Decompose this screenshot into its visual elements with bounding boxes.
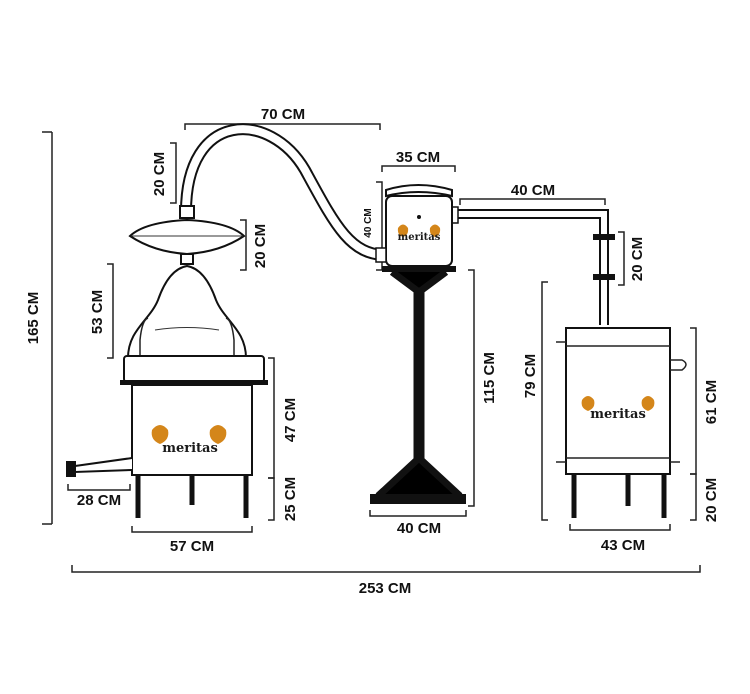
receiver-tank: meritas bbox=[556, 327, 687, 518]
condenser-stand bbox=[370, 269, 466, 504]
label-pipe-span: 70 CM bbox=[261, 106, 305, 123]
label-tank-width: 43 CM bbox=[601, 537, 645, 554]
label-stand-height: 115 CM bbox=[481, 352, 498, 404]
tank-body bbox=[565, 327, 671, 475]
brand-logo: meritas bbox=[151, 425, 227, 456]
label-dome-height: 53 CM bbox=[89, 290, 106, 334]
label-pipe-rise: 20 CM bbox=[151, 152, 168, 196]
dome bbox=[126, 264, 248, 359]
label-stand-width: 40 CM bbox=[397, 520, 441, 537]
condenser-vessel bbox=[385, 195, 453, 267]
label-condenser-height: 40 CM bbox=[363, 208, 374, 237]
pipe-clamp bbox=[593, 234, 615, 240]
label-boiler-width: 57 CM bbox=[170, 538, 214, 555]
dimension-labels: 165 CM 253 CM 70 CM 20 CM 20 CM 53 CM 47… bbox=[25, 106, 720, 597]
brand-name: meritas bbox=[398, 232, 441, 243]
label-boiler-height: 47 CM bbox=[282, 398, 299, 442]
brand-name: meritas bbox=[162, 441, 218, 456]
dimension-lines bbox=[42, 123, 701, 573]
pot-still: meritas bbox=[66, 205, 268, 518]
boiler-body bbox=[131, 384, 253, 476]
brand-logo: meritas bbox=[398, 224, 441, 243]
label-tank-legs: 20 CM bbox=[703, 478, 720, 522]
vapor-pipe bbox=[180, 123, 392, 261]
label-outlet-drop: 20 CM bbox=[629, 237, 646, 281]
label-tank-total: 79 CM bbox=[522, 354, 539, 398]
label-condenser-width: 35 CM bbox=[396, 149, 440, 166]
label-overall-height: 165 CM bbox=[25, 292, 42, 345]
label-tank-body: 61 CM bbox=[703, 380, 720, 424]
label-boiler-legs: 25 CM bbox=[282, 477, 299, 521]
pipe-clamp bbox=[593, 274, 615, 280]
helmet-cap bbox=[128, 218, 246, 256]
label-cap-height: 20 CM bbox=[252, 224, 269, 268]
label-outlet-pipe: 40 CM bbox=[511, 182, 555, 199]
brand-logo: meritas bbox=[581, 396, 655, 422]
condenser: meritas bbox=[375, 184, 456, 272]
brand-name: meritas bbox=[590, 407, 646, 422]
label-tap-length: 28 CM bbox=[77, 492, 121, 509]
outlet-pipe bbox=[449, 206, 615, 325]
label-overall-width: 253 CM bbox=[359, 580, 412, 597]
